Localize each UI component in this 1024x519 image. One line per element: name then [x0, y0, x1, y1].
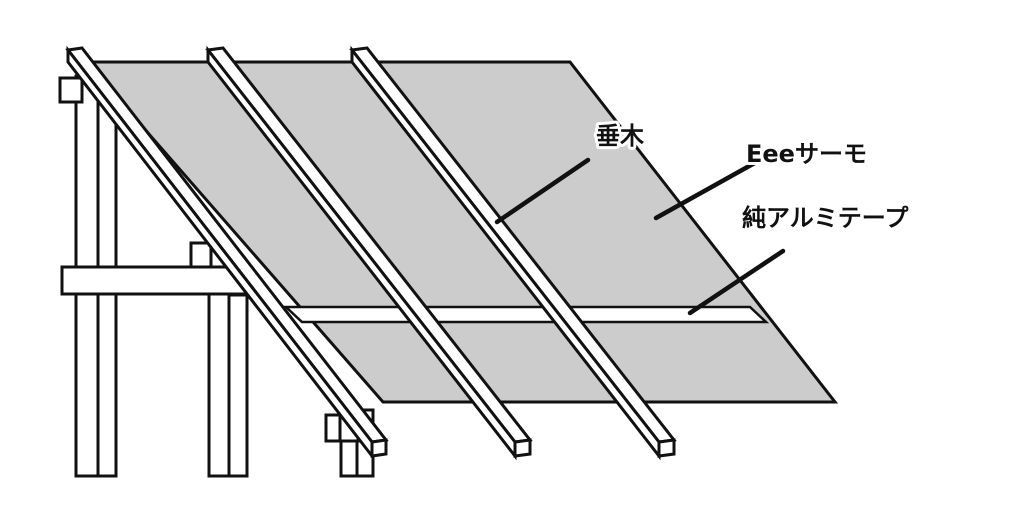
block-top-left [58, 76, 84, 104]
leader-rafter [494, 157, 591, 225]
rafter-3 [349, 45, 677, 461]
rafter-2 [205, 45, 533, 461]
block-middle [189, 241, 213, 269]
post-middle-inner [227, 293, 249, 478]
label-thermal-sheet: Eeeサーモ [746, 140, 867, 168]
leader-sheet [653, 157, 763, 221]
leader-tape [687, 248, 786, 316]
label-aluminum-tape: 純アルミテープ [742, 204, 909, 232]
label-rafter: 垂木 [596, 122, 645, 150]
leader-lines [494, 157, 786, 316]
rafters [65, 45, 677, 461]
rafter-1 [65, 45, 389, 461]
